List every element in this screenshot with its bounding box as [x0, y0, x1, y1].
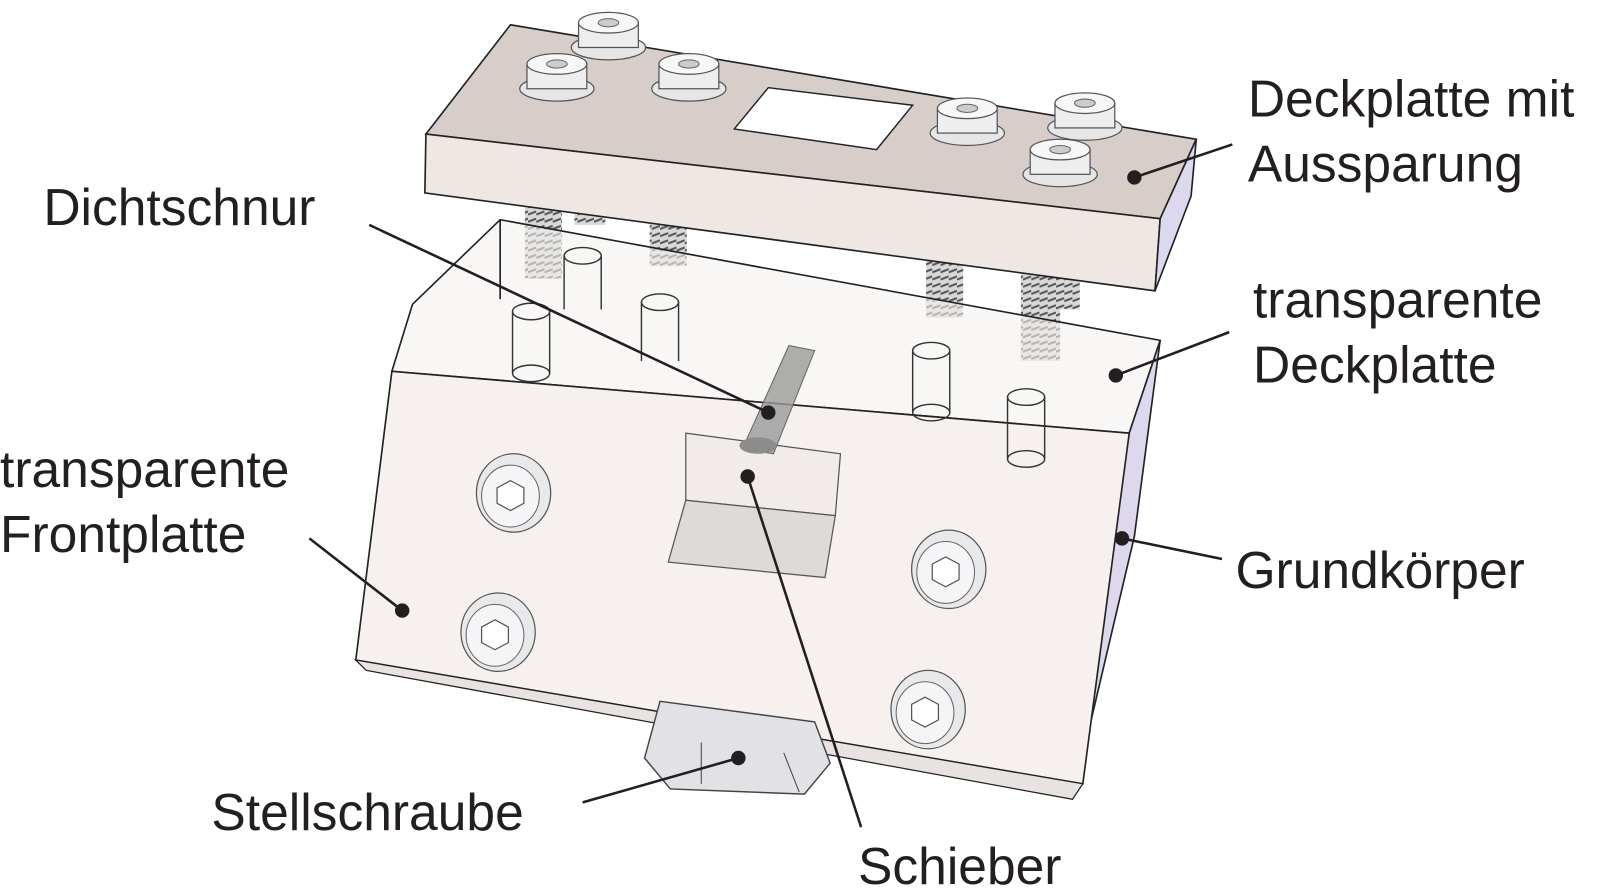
- label-cover-plate-line1: Deckplatte mit: [1248, 70, 1575, 128]
- cover-plate-with-recess: [424, 11, 1198, 292]
- label-adjusting-screw: Stellschraube: [211, 783, 523, 841]
- label-transparent-front-line2: Frontplatte: [0, 505, 246, 563]
- leader-lines: [308, 143, 1233, 828]
- label-slider: Schieber: [858, 837, 1061, 888]
- label-transparent-front-line1: transparente: [0, 440, 289, 498]
- label-transparent-cover-line1: transparente: [1253, 271, 1542, 329]
- label-sealing-cord: Dichtschnur: [43, 178, 315, 236]
- recess: [732, 86, 915, 151]
- guide-pins: [511, 246, 1046, 468]
- slider-part: [667, 344, 842, 579]
- label-cover-plate-line2: Aussparung: [1248, 135, 1523, 193]
- label-transparent-cover-line2: Deckplatte: [1253, 336, 1497, 394]
- label-base-body: Grundkörper: [1235, 541, 1524, 599]
